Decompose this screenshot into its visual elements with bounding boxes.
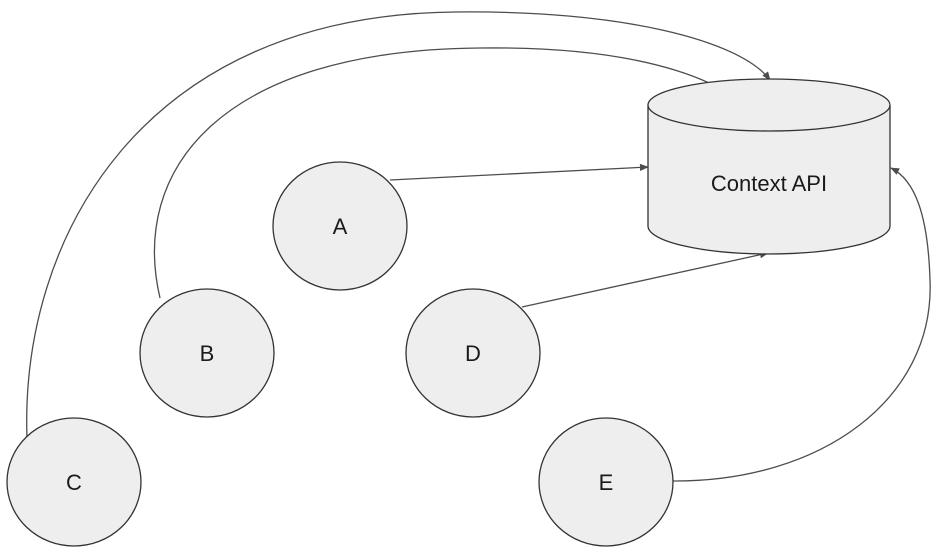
node-d-circle	[405, 288, 541, 418]
node-c-label: C	[66, 470, 82, 495]
context-api-label: Context API	[711, 171, 827, 196]
cylinder-body	[647, 105, 891, 255]
node-a-label: A	[333, 214, 348, 239]
edge-d-to-context-api	[521, 251, 769, 308]
node-c: C	[6, 417, 142, 547]
context-api-cylinder: Context API	[647, 78, 891, 255]
node-a-circle	[272, 161, 408, 291]
edge-e-to-context-api	[672, 167, 931, 482]
edge-a-to-context-api	[389, 163, 649, 181]
node-d: D	[405, 288, 541, 418]
node-e: E	[538, 417, 674, 547]
node-c-circle	[6, 417, 142, 547]
node-b-label: B	[200, 341, 215, 366]
cylinder-top	[647, 78, 891, 132]
node-b: B	[139, 288, 275, 418]
edge-c-to-context-api	[26, 11, 771, 439]
node-d-label: D	[465, 341, 481, 366]
node-e-label: E	[599, 470, 614, 495]
node-a: A	[272, 161, 408, 291]
node-e-circle	[538, 417, 674, 547]
node-b-circle	[139, 288, 275, 418]
